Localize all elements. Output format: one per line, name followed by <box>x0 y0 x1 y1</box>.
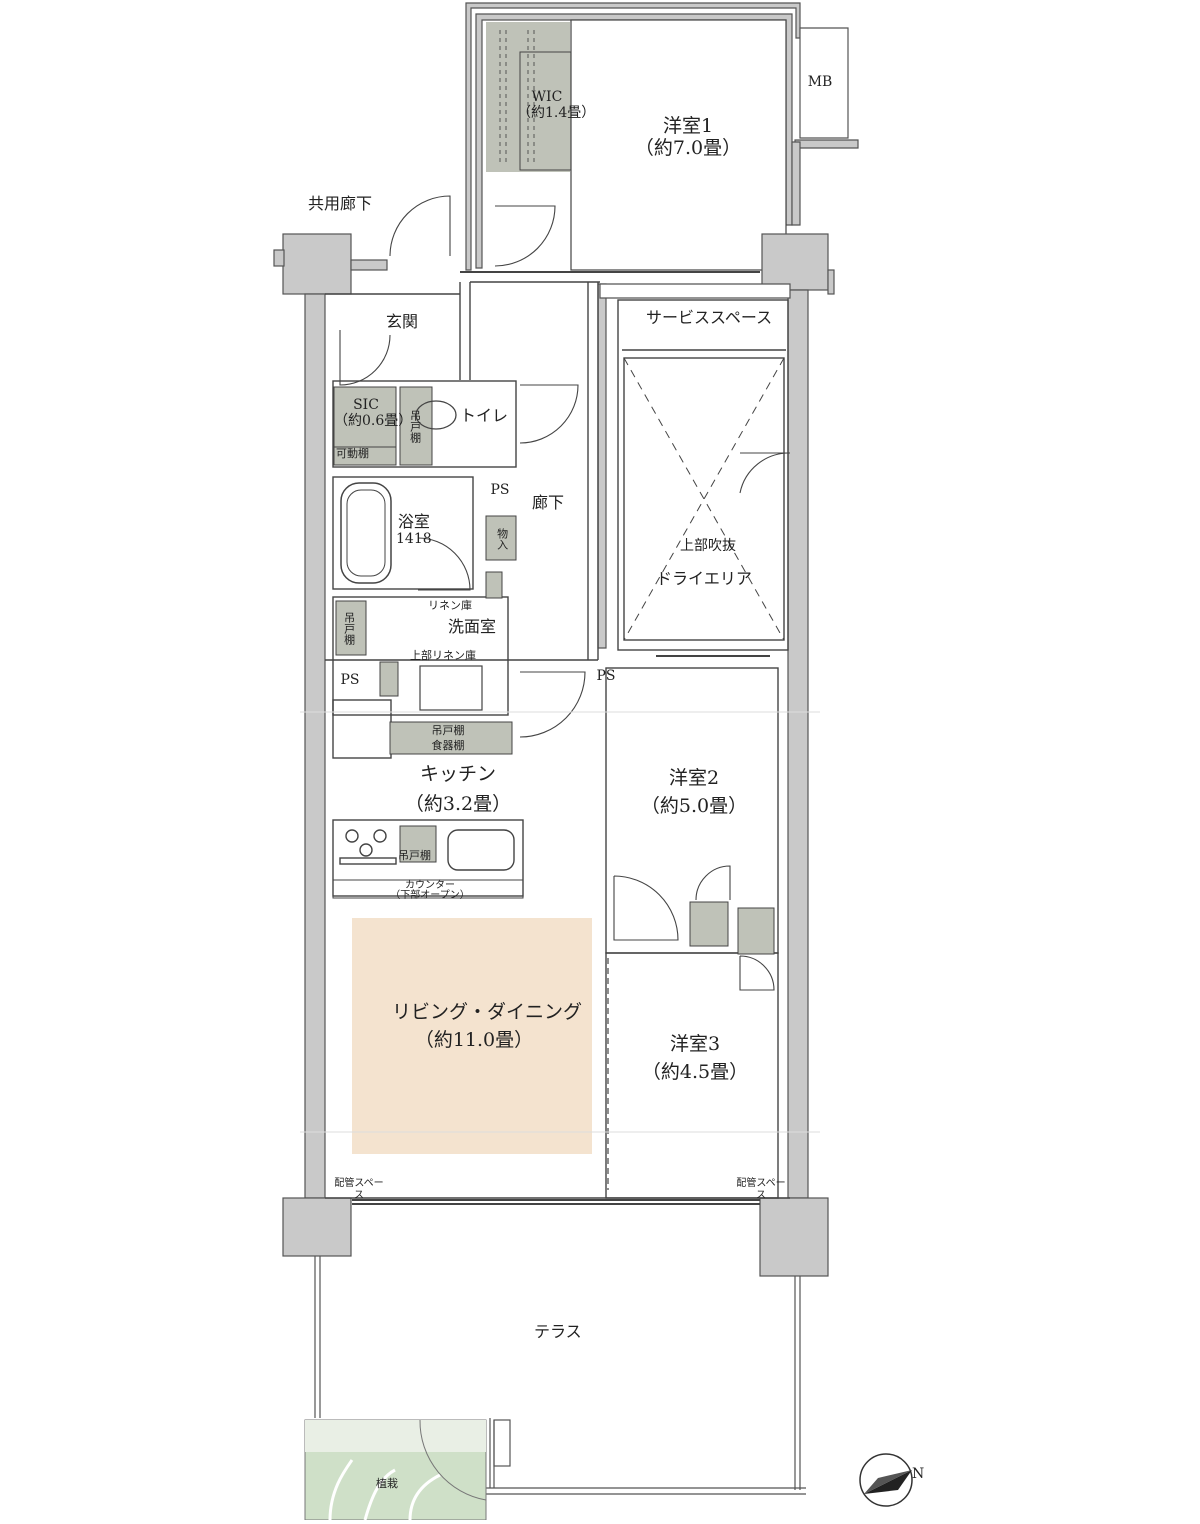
pipe-space-right-label: 配管スペース <box>736 1178 786 1201</box>
storage-label: 物入 <box>495 528 509 550</box>
door-swings <box>339 195 791 991</box>
washroom-label: 洗面室 <box>448 617 497 636</box>
counter-note-label: （下部オープン） <box>390 890 470 901</box>
cupboard-label: 食器棚 <box>431 739 465 752</box>
storage-blocks <box>333 386 775 955</box>
wic-interior <box>519 51 573 171</box>
room2-name: 洋室2 <box>668 767 720 789</box>
ps-label-1: PS <box>490 482 510 498</box>
toilet-bowl <box>415 400 457 430</box>
main-walls <box>273 233 835 1277</box>
room3-size: （約4.5畳） <box>641 1060 749 1083</box>
wic-hangers <box>499 30 535 165</box>
toilet-label: トイレ <box>460 406 509 425</box>
washbasin <box>419 665 483 711</box>
hallway-label: 廊下 <box>532 493 565 512</box>
room3-name: 洋室3 <box>669 1033 721 1055</box>
sic-label: SIC （約0.6畳） <box>334 397 413 430</box>
service-space-label: サービススペース <box>646 308 773 327</box>
room1-name: 洋室1 <box>662 115 714 137</box>
room3-label: 洋室3 （約4.5畳） <box>636 1033 754 1084</box>
guide-lines <box>300 711 820 1133</box>
kitchen-label: キッチン （約3.2畳） <box>395 763 521 816</box>
stove-cabinet-label: 吊戸棚 <box>398 849 431 862</box>
movable-shelf-label: 可動棚 <box>336 447 369 460</box>
counter-label: カウンター <box>405 880 455 891</box>
wic-size: （約1.4畳） <box>517 105 596 122</box>
dry-area-note: 上部吹抜 <box>680 538 736 554</box>
kitchen-sink <box>447 829 515 871</box>
planting-arc <box>419 1419 487 1501</box>
kitchen-size: （約3.2畳） <box>404 792 512 815</box>
planting-label: 植栽 <box>376 1477 398 1490</box>
bathtub <box>340 482 392 584</box>
room2-size: （約5.0畳） <box>640 794 748 817</box>
linen-label: リネン庫 <box>428 599 472 612</box>
living-dining-size: （約11.0畳） <box>414 1028 534 1051</box>
upper-linen-label: 上部リネン庫 <box>410 649 476 662</box>
interior-walls <box>325 281 790 1199</box>
washroom-cabinet-label: 吊戸棚 <box>342 611 356 645</box>
toilet-cabinet-label: 吊戸棚 <box>408 409 422 443</box>
upper-block-walls <box>465 2 859 271</box>
western-room-1 <box>570 19 787 271</box>
living-dining-name: リビング・ダイニング <box>392 1001 583 1023</box>
living-dining-label: リビング・ダイニング （約11.0畳） <box>392 1001 583 1052</box>
planting-border <box>305 1420 486 1452</box>
planting-trees <box>328 1459 441 1521</box>
sic-size: （約0.6畳） <box>334 413 413 430</box>
counter <box>332 879 524 899</box>
wic-label: WIC （約1.4畳） <box>517 89 596 122</box>
room1-label: 洋室1 （約7.0畳） <box>630 115 746 160</box>
kitchen-name: キッチン <box>419 763 496 785</box>
common-corridor-label: 共用廊下 <box>308 194 373 213</box>
bathroom-label: 浴室 1418 <box>396 512 432 548</box>
kitchen-cabinet-label: 吊戸棚 <box>431 724 465 737</box>
stove <box>339 829 397 865</box>
window-sashes <box>352 655 770 1205</box>
pipe-space-left-label: 配管スペース <box>334 1178 384 1201</box>
terrace <box>314 1256 806 1495</box>
bathroom-size: 1418 <box>396 531 432 548</box>
north-arrow <box>859 1453 913 1507</box>
bathroom-name: 浴室 <box>397 512 430 531</box>
wic-name: WIC <box>531 89 563 105</box>
living-dining-highlight <box>352 918 592 1154</box>
bathtub-inner <box>346 489 386 577</box>
mb-label: MB <box>807 74 833 90</box>
ps-label-3: PS <box>596 668 616 684</box>
sic-name: SIC <box>353 397 379 413</box>
entrance-label: 玄関 <box>386 312 419 331</box>
room2-label: 洋室2 （約5.0畳） <box>632 767 756 818</box>
north-label: N <box>912 1466 925 1482</box>
ps-label-2: PS <box>340 672 360 688</box>
dry-area-label: ドライエリア <box>656 569 752 588</box>
room1-size: （約7.0畳） <box>634 136 742 159</box>
terrace-label: テラス <box>534 1322 582 1341</box>
